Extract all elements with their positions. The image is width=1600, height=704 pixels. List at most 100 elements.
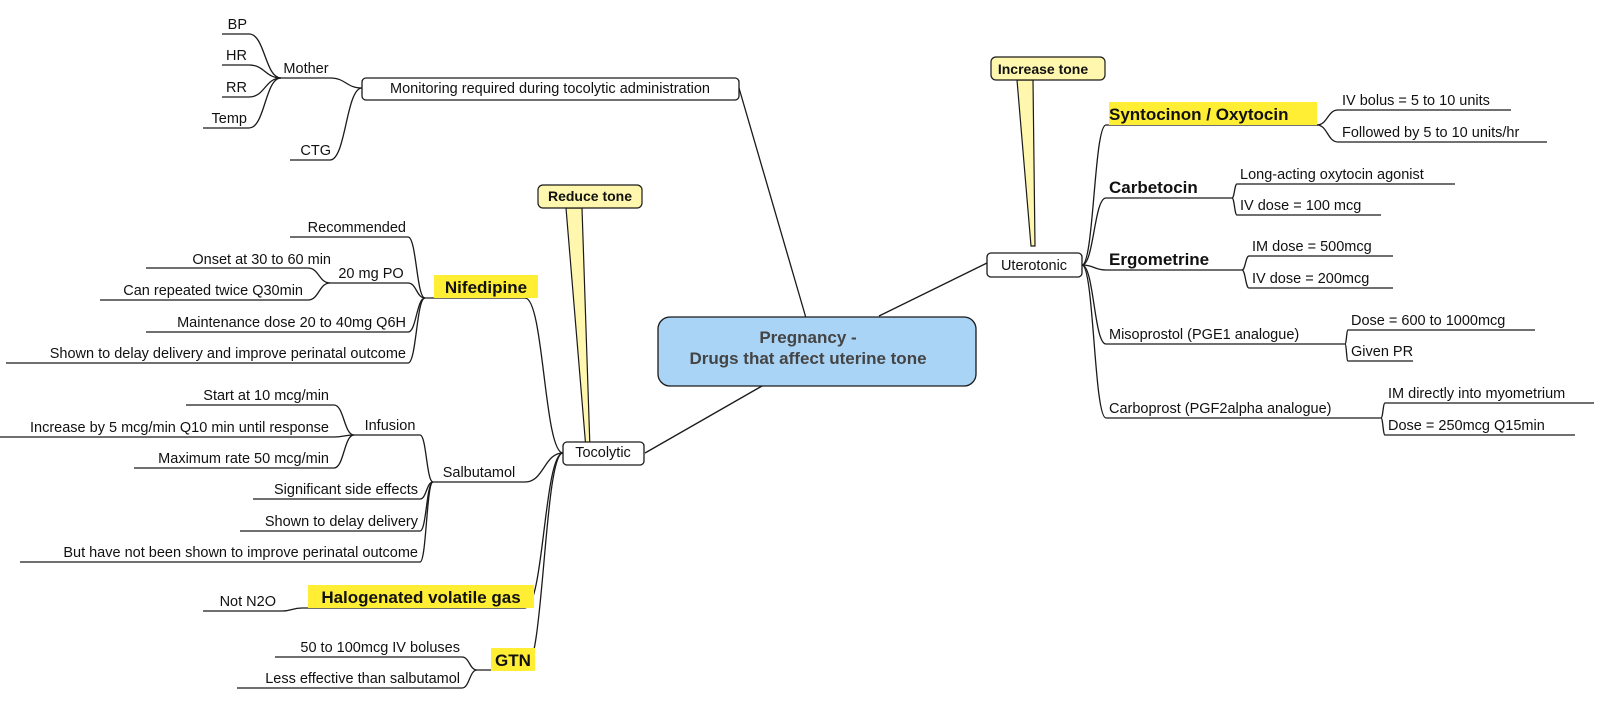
nifedipine-repeat[interactable]: Can repeated twice Q30min [123, 283, 303, 299]
callout-layer [537, 56, 1106, 450]
increase-tone-callout[interactable]: Increase tone [998, 61, 1088, 77]
line-uterotonic-child-0 [1081, 124, 1107, 266]
nifedipine-label[interactable]: Nifedipine [445, 278, 527, 297]
monitoring-node-box [361, 77, 740, 101]
nifedipine-recommended[interactable]: Recommended [308, 220, 406, 236]
line-nif-outcome [407, 297, 426, 364]
line-uterotonic-child-3 [1081, 264, 1107, 345]
line-halo-note [281, 607, 303, 612]
line-inf-start [333, 404, 355, 436]
line-mother-item-0 [248, 33, 282, 79]
infusion-start[interactable]: Start at 10 mcg/min [203, 388, 329, 404]
line-mother-item-2 [248, 77, 282, 98]
gtn-label[interactable]: GTN [495, 651, 531, 670]
salbutamol-side-effects[interactable]: Significant side effects [274, 482, 418, 498]
highlight-layer [308, 102, 1317, 671]
ctg-label[interactable]: CTG [300, 143, 331, 159]
syntocinon-bolus[interactable]: IV bolus = 5 to 10 units [1342, 93, 1490, 109]
uterotonic-node-box [986, 252, 1083, 278]
line-salb-outcome [419, 481, 434, 563]
highlight-syntocinon [1109, 102, 1317, 125]
ergometrine-iv[interactable]: IV dose = 200mcg [1252, 271, 1369, 287]
line-tocolytic-nifedipine [524, 297, 564, 454]
line-inf-max [333, 434, 355, 469]
misoprostol-label[interactable]: Misoprostol (PGE1 analogue) [1109, 327, 1299, 343]
carbetocin-dose[interactable]: IV dose = 100 mcg [1240, 198, 1361, 214]
ergometrine-label[interactable]: Ergometrine [1109, 250, 1209, 269]
line-dose-repeat [307, 282, 331, 301]
uterotonic-label[interactable]: Uterotonic [1001, 258, 1067, 274]
highlight-halogenated [308, 585, 534, 608]
line-root-uterotonic [878, 262, 988, 317]
mother-item-bp[interactable]: BP [228, 17, 247, 33]
line-uterotonic-child-1 [1081, 197, 1107, 266]
line-root-tocolytic [644, 385, 763, 454]
line-gtn-less [461, 669, 478, 689]
reduce-tone-callout-box [537, 184, 643, 209]
line-ergo-im [1241, 255, 1250, 271]
line-synt-bolus [1316, 109, 1339, 126]
root-title-line1[interactable]: Pregnancy - [759, 328, 856, 347]
nifedipine-outcome[interactable]: Shown to delay delivery and improve peri… [50, 346, 406, 362]
syntocinon-label[interactable]: Syntocinon / Oxytocin [1109, 105, 1288, 124]
increase-tone-callout-box [990, 56, 1106, 81]
root-title-line2[interactable]: Drugs that affect uterine tone [689, 349, 926, 368]
gtn-less-effective[interactable]: Less effective than salbutamol [265, 671, 460, 687]
line-ergo-iv [1241, 269, 1250, 289]
infusion-label[interactable]: Infusion [365, 418, 416, 434]
line-mother-item-3 [248, 77, 282, 129]
ergometrine-im[interactable]: IM dose = 500mcg [1252, 239, 1372, 255]
line-carbo-route [1380, 402, 1386, 419]
nifedipine-dose-label[interactable]: 20 mg PO [338, 266, 403, 282]
carboprost-dose[interactable]: Dose = 250mcg Q15min [1388, 418, 1545, 434]
line-mother-item-1 [248, 64, 282, 79]
line-dose-onset [307, 267, 331, 284]
line-miso-route [1344, 343, 1349, 362]
salbutamol-delay[interactable]: Shown to delay delivery [265, 514, 419, 530]
line-uterotonic-child-4 [1081, 264, 1107, 419]
infusion-maximum[interactable]: Maximum rate 50 mcg/min [158, 451, 329, 467]
line-nif-dose [407, 282, 426, 299]
mother-label[interactable]: Mother [283, 61, 328, 77]
infusion-increase[interactable]: Increase by 5 mcg/min Q10 min until resp… [30, 420, 329, 436]
carboprost-label[interactable]: Carboprost (PGF2alpha analogue) [1109, 401, 1331, 417]
label-layer: Pregnancy - Drugs that affect uterine to… [30, 17, 1565, 687]
increase-tone-callout-pointer [1016, 79, 1036, 247]
gtn-bolus[interactable]: 50 to 100mcg IV boluses [300, 640, 460, 656]
highlight-nifedipine [434, 275, 538, 298]
highlight-gtn [491, 648, 535, 671]
monitoring-title[interactable]: Monitoring required during tocolytic adm… [390, 81, 710, 97]
line-salb-infusion [419, 434, 434, 483]
line-uterotonic-child-2 [1081, 264, 1107, 271]
line-monitoring-ctg [329, 87, 363, 161]
tocolytic-label[interactable]: Tocolytic [575, 445, 631, 461]
salbutamol-outcome[interactable]: But have not been shown to improve perin… [63, 545, 418, 561]
syntocinon-infusion[interactable]: Followed by 5 to 10 units/hr [1342, 125, 1519, 141]
line-carbo-dose [1380, 417, 1386, 436]
nifedipine-onset[interactable]: Onset at 30 to 60 min [192, 252, 331, 268]
mother-item-rr[interactable]: RR [226, 80, 247, 96]
line-tocolytic-salbutamol [524, 452, 564, 483]
mother-item-temp[interactable]: Temp [212, 111, 247, 127]
line-tocolytic-halogenated [524, 452, 564, 609]
carboprost-route[interactable]: IM directly into myometrium [1388, 386, 1565, 402]
nifedipine-maintenance[interactable]: Maintenance dose 20 to 40mg Q6H [177, 315, 406, 331]
carbetocin-agonist[interactable]: Long-acting oxytocin agonist [1240, 167, 1424, 183]
reduce-tone-callout[interactable]: Reduce tone [548, 188, 632, 204]
halogenated-note[interactable]: Not N2O [220, 594, 276, 610]
node-box-layer [361, 77, 1083, 466]
salbutamol-label[interactable]: Salbutamol [443, 465, 516, 481]
misoprostol-dose[interactable]: Dose = 600 to 1000mcg [1351, 313, 1505, 329]
line-root-monitoring [738, 87, 807, 319]
line-carb-dose [1231, 197, 1238, 216]
line-nif-recommended [407, 236, 426, 299]
line-synt-infusion [1316, 124, 1339, 143]
line-miso-dose [1344, 329, 1349, 345]
misoprostol-route[interactable]: Given PR [1351, 344, 1413, 360]
tocolytic-node-box [562, 441, 645, 466]
halogenated-label[interactable]: Halogenated volatile gas [321, 588, 520, 607]
carbetocin-label[interactable]: Carbetocin [1109, 178, 1198, 197]
mother-item-hr[interactable]: HR [226, 48, 247, 64]
line-gtn-bolus [461, 656, 478, 671]
